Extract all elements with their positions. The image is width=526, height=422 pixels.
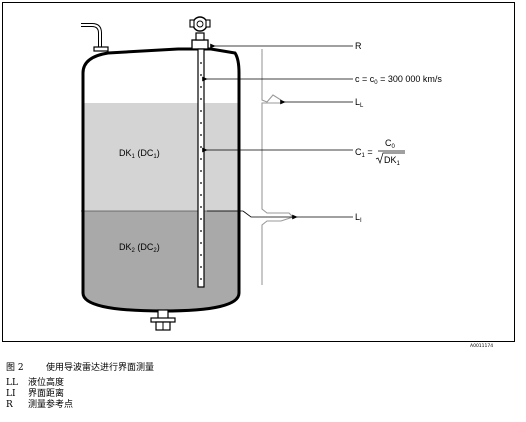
legend-item: LL 液位高度 xyxy=(6,378,73,389)
label-reference-point: R xyxy=(355,41,362,51)
legend-item: LI 界面距离 xyxy=(6,389,73,400)
echo-signal-trace xyxy=(261,49,295,285)
probe-dot xyxy=(200,146,202,148)
label-speed-of-light: c = c0 = 300 000 km/s xyxy=(355,74,442,86)
inlet-flange xyxy=(93,46,109,52)
probe-dot xyxy=(200,230,202,232)
label-level-LL: LL xyxy=(355,97,364,109)
legend-code: LL xyxy=(6,378,18,388)
figure-number: 图 2 xyxy=(6,363,24,373)
probe-dot xyxy=(200,242,202,244)
probe-dot xyxy=(200,278,202,280)
probe-dot xyxy=(200,206,202,208)
probe-dot xyxy=(200,122,202,124)
legend-code: R xyxy=(6,400,13,410)
radar-transmitter xyxy=(189,16,211,50)
legend-item: R 测量参考点 xyxy=(6,400,73,411)
probe-dot xyxy=(200,266,202,268)
figure-caption: 图 2 使用导波雷达进行界面测量 xyxy=(6,360,154,373)
formula-c1: C1 = C0 DK1 xyxy=(355,138,405,167)
figure-id: A0011174 xyxy=(470,344,494,349)
probe-dot xyxy=(200,62,202,64)
probe-dot xyxy=(200,218,202,220)
legend-code: LI xyxy=(6,389,16,399)
sqrt-symbol xyxy=(375,152,405,165)
bottom-outlet xyxy=(150,309,176,331)
probe-dot xyxy=(200,158,202,160)
interface-leader-bend xyxy=(242,210,295,218)
probe-dot xyxy=(200,182,202,184)
inlet-pipe-inner xyxy=(81,24,101,49)
legend-text: 液位高度 xyxy=(28,378,65,388)
figure-title: 使用导波雷达进行界面测量 xyxy=(46,363,155,373)
probe-rod xyxy=(197,48,205,288)
probe-rod-dots xyxy=(200,62,202,280)
legend: LL 液位高度 LI 界面距离 R 测量参考点 xyxy=(6,378,73,411)
inlet-pipe xyxy=(81,23,102,49)
svg-text:C1 =: C1 = xyxy=(355,147,373,159)
label-level-LI: LI xyxy=(355,212,362,224)
legend-text: 界面距离 xyxy=(28,389,65,399)
probe-dot xyxy=(200,170,202,172)
tank-outline xyxy=(81,47,241,313)
formula-denominator: DK1 xyxy=(384,155,401,167)
label-medium-1: DK1 (DC1) xyxy=(119,148,160,160)
probe-dot xyxy=(200,110,202,112)
lower-medium xyxy=(83,211,239,311)
probe-dot xyxy=(200,74,202,76)
probe-dot xyxy=(200,254,202,256)
figure-frame: R c = c0 = 300 000 km/s LL LI DK1 (DC1) … xyxy=(2,2,515,342)
formula-numerator: C0 xyxy=(385,138,396,150)
probe-dot xyxy=(200,194,202,196)
air-space xyxy=(83,49,239,103)
label-medium-2: DK2 (DC2) xyxy=(119,242,160,254)
tank-contents xyxy=(83,49,239,311)
upper-medium xyxy=(83,103,239,211)
tank-diagram: R c = c0 = 300 000 km/s LL LI DK1 (DC1) … xyxy=(81,16,442,331)
probe-dot xyxy=(200,98,202,100)
probe-dot xyxy=(200,134,202,136)
probe-dot xyxy=(200,86,202,88)
legend-text: 测量参考点 xyxy=(28,400,74,410)
